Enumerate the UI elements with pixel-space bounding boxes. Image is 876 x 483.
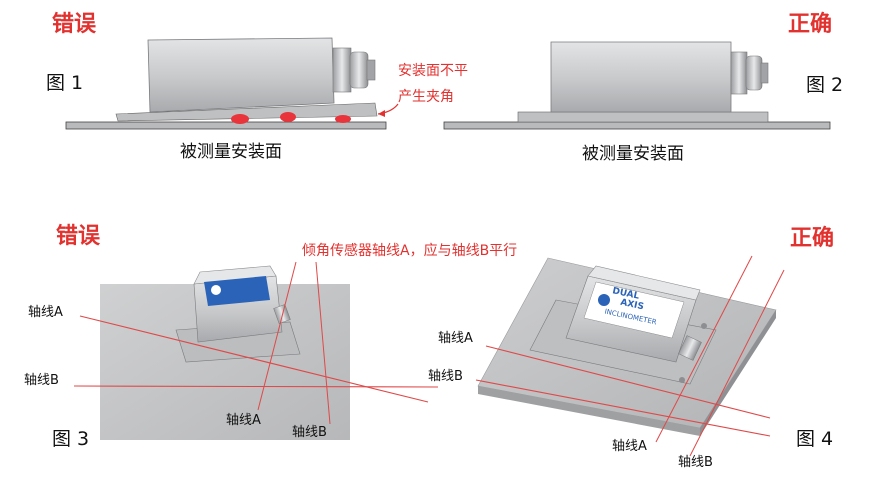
axis-a-label-bottom: 轴线A [612,439,647,454]
surface-label-1: 被测量安装面 [180,142,282,162]
instruction-pointer [257,261,297,411]
status-correct-4: 正确 [790,226,835,251]
note-angle: 产生夹角 [398,89,454,105]
axis-a-line [485,345,771,419]
status-wrong-1: 错误 [52,12,97,37]
axis-b-label: 轴线B [428,369,463,384]
device-label-3 [204,276,270,306]
cable-gland-2 [730,51,748,95]
figure-label-1: 图 1 [46,72,84,94]
axis-b-line [475,379,771,437]
figure-3-drawing [73,261,439,440]
sensor-base-1 [115,102,378,122]
note-uneven-surface: 安装面不平 [398,63,468,79]
sensor-base-2 [517,111,769,123]
surface-label-2: 被测量安装面 [582,144,684,164]
axis-a-label: 轴线A [438,331,473,346]
axis-b-label-bottom: 轴线B [292,425,327,440]
gap-marker [231,114,249,124]
instruction-text: 倾角传感器轴线A，应与轴线B平行 [302,243,518,259]
gap-marker [335,115,351,123]
instruction-pointer [315,261,331,425]
axis-b-diagonal [689,269,785,457]
sensor-housing-1 [147,37,335,113]
axis-a-label: 轴线A [28,305,63,320]
status-wrong-3: 错误 [56,224,101,249]
figure-1-drawing [65,37,399,130]
axis-b-label: 轴线B [24,373,59,388]
figure-4-drawing [475,255,785,457]
sensor-housing-2 [550,41,732,113]
mounting-surface-2 [443,121,831,130]
axis-a-label-bottom: 轴线A [226,413,261,428]
cable-gland-1 [332,47,352,93]
mounting-surface-1 [65,121,387,130]
gap-marker [280,112,296,122]
figure-label-2: 图 2 [806,74,844,96]
axis-b-line [73,385,439,388]
figure-label-3: 图 3 [52,428,90,450]
axis-b-label-bottom: 轴线B [678,455,713,470]
axis-a-line [79,315,429,403]
device-label-4 [583,281,685,339]
axis-a-diagonal [655,255,753,443]
figure-2-drawing [443,41,831,130]
status-correct-2: 正确 [788,12,833,37]
figure-label-4: 图 4 [796,428,834,450]
